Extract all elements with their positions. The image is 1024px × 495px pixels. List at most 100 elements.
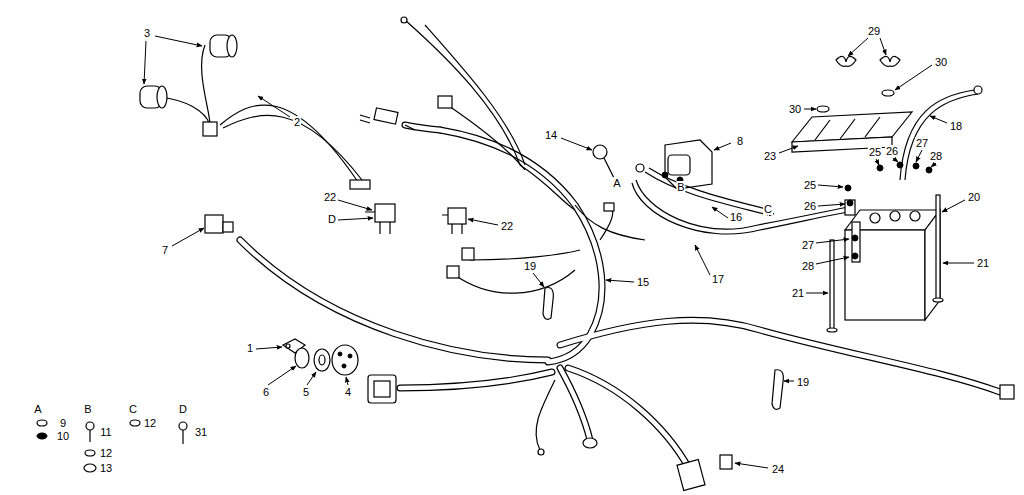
hold-down-bracket-part — [836, 56, 856, 66]
battery-cables-part — [636, 180, 848, 229]
callout-number: 22 — [500, 220, 514, 232]
callout-number: 25 — [803, 179, 817, 191]
lamp-assembly — [140, 35, 370, 189]
battery-part — [910, 211, 920, 221]
leader-lines-part — [172, 228, 204, 246]
ignition-switch-part — [295, 348, 309, 368]
hardware-legend-part — [86, 422, 94, 430]
battery-part — [852, 253, 858, 259]
harness-wires-part — [360, 115, 370, 123]
callout-number: 4 — [344, 386, 352, 398]
leader-lines-part — [533, 273, 544, 287]
harness-tubes-part — [560, 368, 590, 440]
leader-lines-part — [258, 96, 290, 117]
hold-down-rods — [827, 195, 943, 332]
battery-cables-part — [649, 168, 770, 210]
solenoid-part — [665, 140, 712, 189]
leader-lines-part — [818, 185, 843, 187]
wire-clips-part — [543, 288, 553, 320]
leader-lines-part — [307, 372, 316, 385]
battery-part — [926, 167, 932, 173]
leader-lines-part — [804, 109, 816, 110]
callout-number: 19 — [523, 260, 537, 272]
callout-number: 2 — [293, 116, 301, 128]
battery-cables-part — [900, 90, 975, 180]
callout-letter: C — [128, 403, 138, 415]
long-harness-end-part — [677, 460, 705, 491]
hardware-legend-part — [37, 433, 47, 439]
switch-connectors-part — [375, 204, 395, 222]
lamp-assembly-part — [350, 180, 370, 189]
leader-lines-part — [848, 38, 868, 56]
connector-7 — [205, 215, 233, 233]
ignition-switch-part — [348, 354, 352, 358]
callout-letter: D — [327, 213, 337, 225]
leader-lines-part — [606, 280, 634, 282]
lamp-assembly-part — [223, 115, 362, 180]
leader-lines-part — [784, 381, 794, 382]
harness-wires-part — [604, 203, 614, 211]
callout-number: 18 — [949, 120, 963, 132]
callout-number: 13 — [99, 462, 113, 474]
hardware-legend-part — [130, 420, 140, 426]
leader-lines-part — [346, 377, 348, 385]
leader-lines-part — [561, 138, 592, 150]
callout-number: 16 — [729, 211, 743, 223]
harness-wires-part — [583, 438, 597, 448]
battery-part — [852, 222, 860, 262]
battery-part — [890, 211, 900, 221]
callout-letter: A — [33, 403, 42, 415]
hold-down-rods-part — [827, 328, 837, 332]
wire-clips-part — [772, 370, 783, 410]
callout-number: 22 — [323, 191, 337, 203]
callout-number: 26 — [803, 200, 817, 212]
harness-wires-part — [438, 96, 452, 108]
ignition-switch-part — [368, 375, 396, 403]
hold-down-bracket-part — [792, 112, 912, 142]
battery-cables — [632, 86, 982, 234]
harness-wires-part — [401, 17, 407, 23]
leader-lines-part — [893, 158, 898, 162]
harness-tubes-part — [560, 368, 590, 440]
leader-lines-part — [155, 36, 202, 46]
callout-number: 5 — [302, 386, 310, 398]
switch-connectors-part — [442, 215, 462, 234]
callout-number: 8 — [736, 135, 744, 147]
ignition-switch — [283, 339, 396, 403]
leader-lines-part — [735, 463, 768, 468]
leader-lines-part — [712, 207, 728, 218]
switch-connectors-part — [365, 212, 390, 234]
leader-lines-part — [695, 245, 710, 275]
hold-down-bracket-part — [815, 117, 880, 140]
hold-down-bracket-part — [880, 56, 900, 66]
harness-wires-part — [538, 449, 544, 455]
ignition-switch-part — [338, 352, 342, 356]
long-harness-end-part — [1000, 385, 1014, 399]
harness-wires — [360, 17, 645, 455]
harness-wires-part — [374, 108, 398, 124]
battery-cables-part — [905, 94, 978, 180]
callout-letter: B — [676, 181, 685, 193]
callout-number: 27 — [801, 239, 815, 251]
lamp-assembly-part — [202, 45, 210, 125]
hardware-legend-part — [84, 464, 96, 472]
callout-number: 23 — [763, 150, 777, 162]
leader-lines-part — [880, 38, 886, 55]
ignition-switch-part — [374, 381, 390, 397]
hardware-legend-part — [85, 450, 95, 456]
ignition-switch-part — [332, 345, 358, 375]
leader-lines-part — [779, 146, 798, 153]
harness-wires-part — [462, 248, 474, 260]
callout-number: 19 — [796, 376, 810, 388]
ignition-switch-part — [342, 364, 346, 368]
fuse-holder — [593, 145, 614, 178]
solenoid-part — [636, 164, 644, 172]
leader-lines-part — [714, 143, 731, 150]
hardware-legend-part — [37, 420, 47, 426]
lamp-assembly-part — [157, 86, 167, 108]
harness-wires-part — [536, 380, 555, 450]
connector-7-part — [223, 222, 233, 232]
lamp-assembly-part — [220, 105, 360, 185]
battery-cables-part — [845, 200, 855, 215]
battery-part — [870, 213, 880, 223]
